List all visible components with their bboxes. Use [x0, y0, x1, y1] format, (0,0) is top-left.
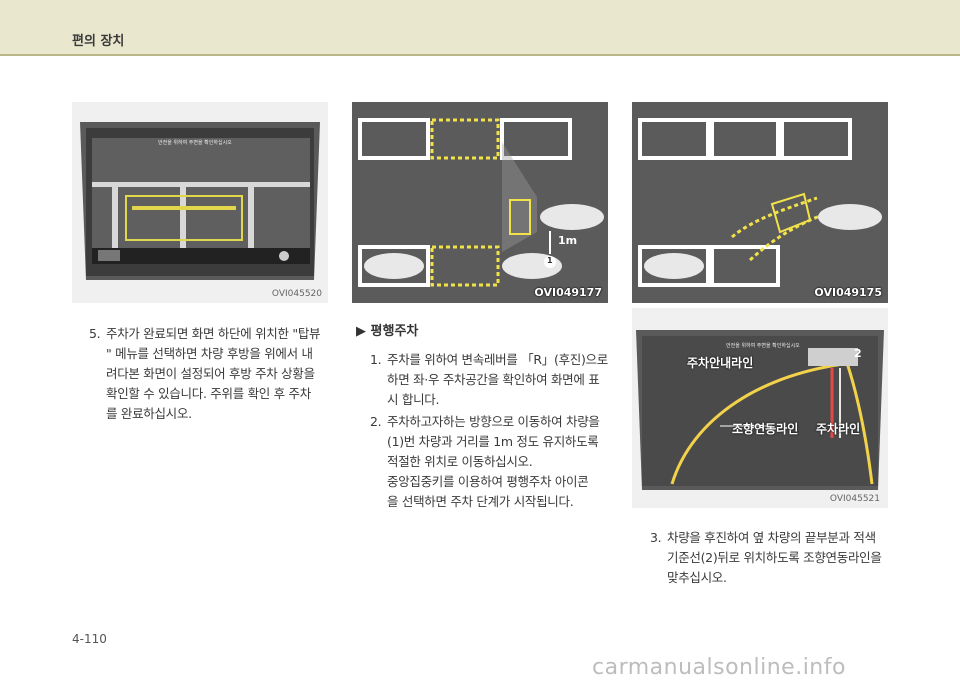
text-line: 기준선(2)뒤로 위치하도록 조향연동라인을: [667, 550, 882, 565]
parallel-step-2: 2. 주차하고자하는 방향으로 이동하여 차량을 (1)번 차량과 거리를 1m…: [370, 412, 620, 516]
text-line: 하면 좌·우 주차공간을 확인하여 화면에 표: [387, 372, 600, 387]
page-number: 4-110: [72, 632, 107, 646]
text-line: 확인할 수 있습니다. 주위를 확인 후 주차: [106, 386, 311, 401]
page-header: 편의 장치: [0, 0, 960, 56]
text-line: 시 합니다.: [387, 392, 440, 407]
text-line: 중앙집중키를 이용하여 평행주차 아이콘: [387, 474, 589, 489]
step-3: 3. 차량을 후진하여 옆 차량의 끝부분과 적색 기준선(2)뒤로 위치하도록…: [650, 528, 900, 592]
header-divider: [0, 54, 960, 56]
monitor-notice: 안전을 위하여 주변을 확인하십시오: [726, 343, 800, 349]
figure-code: OVI049177: [534, 286, 602, 299]
text-line: 을 선택하면 주차 단계가 시작됩니다.: [387, 494, 574, 509]
text-line: 맞추십시오.: [667, 570, 727, 585]
guide-marker: 2: [854, 347, 862, 360]
figure-monitor-guidelines: 안전을 위하여 주변을 확인하십시오 주차안내라인 조향연동라인 주차라인 2 …: [632, 308, 888, 508]
guide-label-parking: 주차라인: [816, 422, 861, 436]
figure-parallel-reverse: OVI049175: [632, 102, 888, 303]
distance-label: 1m: [558, 234, 578, 247]
step-number: 1.: [370, 352, 382, 367]
step-number: 5.: [89, 326, 101, 341]
figure-code: OVI045520: [271, 289, 322, 299]
figure-monitor-topview: 안전을 위하여 주변을 확인하십시오 탐뷰 OVI045520: [72, 102, 328, 303]
step-number: 2.: [370, 414, 382, 429]
figure-code: OVI049175: [814, 286, 882, 299]
text-line: 주차하고자하는 방향으로 이동하여 차량을: [387, 414, 600, 429]
vehicle-marker: 1: [547, 256, 553, 265]
text-line: 주차가 완료되면 화면 하단에 위치한 "탑뷰: [106, 326, 321, 341]
text-line: 차량을 후진하여 옆 차량의 끝부분과 적색: [667, 530, 876, 545]
figure-code: OVI045521: [829, 494, 880, 504]
subsection-title: ▶ 평행주차: [356, 324, 419, 339]
text-line: 적절한 위치로 이동하십시오.: [387, 454, 533, 469]
text-line: 를 완료하십시오.: [106, 406, 192, 421]
text-line: 려다본 화면이 설정되어 후방 주차 상황을: [106, 366, 315, 381]
text-line: 주차를 위하여 변속레버를 「R」(후진)으로: [387, 352, 608, 367]
step-number: 3.: [650, 530, 662, 545]
parallel-step-1: 1. 주차를 위하여 변속레버를 「R」(후진)으로 하면 좌·우 주차공간을 …: [370, 350, 620, 414]
guide-label-steering: 조향연동라인: [732, 422, 799, 436]
figure-parallel-start: 1m 1 OVI049177: [352, 102, 608, 303]
text-line: (1)번 차량과 거리를 1m 정도 유지하도록: [387, 434, 599, 449]
step-5: 5. 주차가 완료되면 화면 하단에 위치한 "탑뷰 " 메뉴를 선택하면 차량…: [89, 324, 334, 434]
monitor-notice: 안전을 위하여 주변을 확인하십시오: [158, 140, 232, 146]
guide-label-inner: 주차안내라인: [687, 356, 754, 370]
section-title: 편의 장치: [72, 34, 125, 49]
site-watermark: carmanualsonline.info: [592, 655, 846, 680]
text-line: " 메뉴를 선택하면 차량 후방을 위에서 내: [106, 346, 313, 361]
